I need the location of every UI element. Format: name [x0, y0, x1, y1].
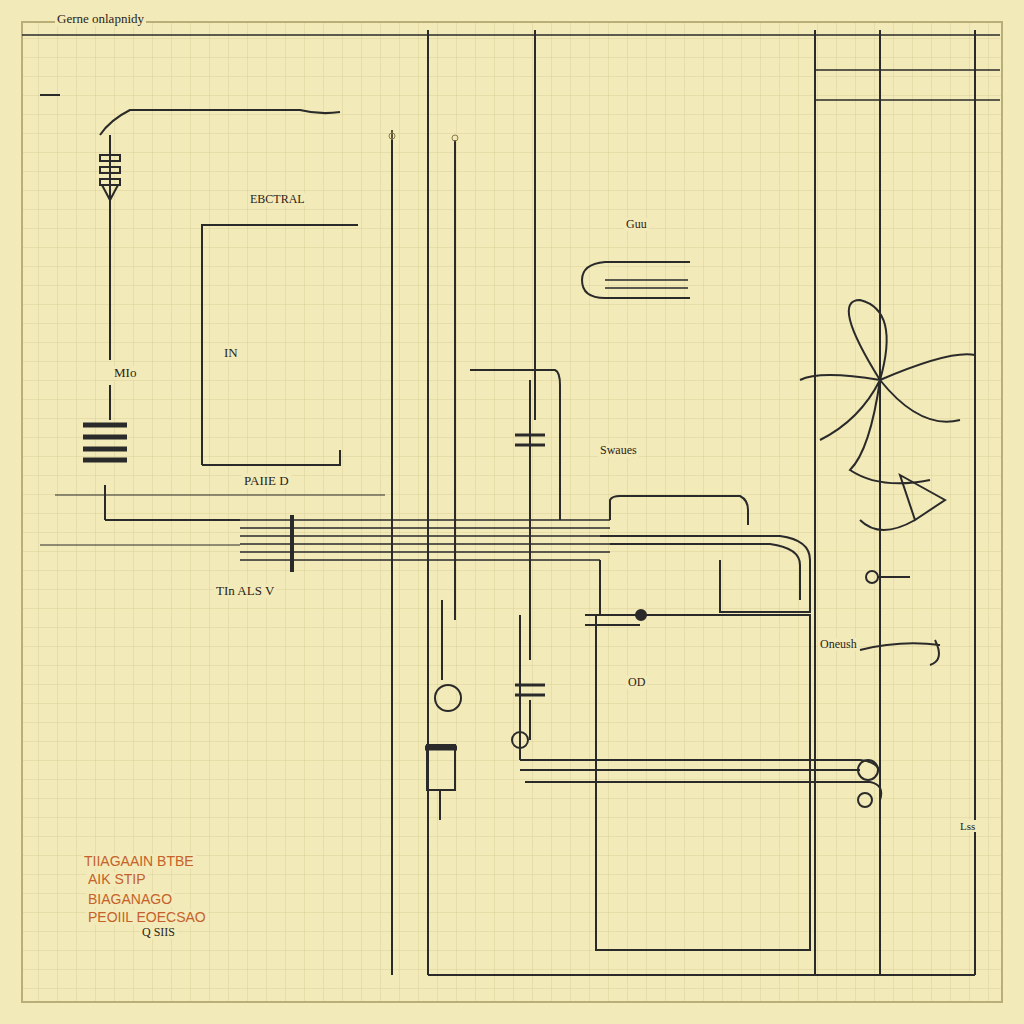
signal-label: OD	[626, 676, 647, 689]
note-text: PEOIIL EOECSAO	[86, 910, 208, 925]
signal-label: Oneush	[818, 638, 859, 651]
signal-label: TIn ALS V	[214, 584, 276, 598]
signal-label: Q SIIS	[140, 926, 177, 939]
signal-label: IN	[222, 346, 240, 360]
signal-label: MIo	[112, 366, 138, 380]
note-text: AIK STIP	[86, 872, 148, 887]
signal-label: Gerne onlapnidy	[55, 12, 146, 26]
signal-label: Swaues	[598, 444, 639, 457]
signal-label: EBCTRAL	[248, 193, 307, 206]
note-text: BIAGANAGO	[86, 892, 174, 907]
signal-label: PAIIE D	[242, 474, 291, 488]
signal-label: Lss	[958, 820, 977, 832]
signal-label: Guu	[624, 218, 649, 231]
note-text: TIIAGAAIN BTBE	[82, 854, 196, 869]
